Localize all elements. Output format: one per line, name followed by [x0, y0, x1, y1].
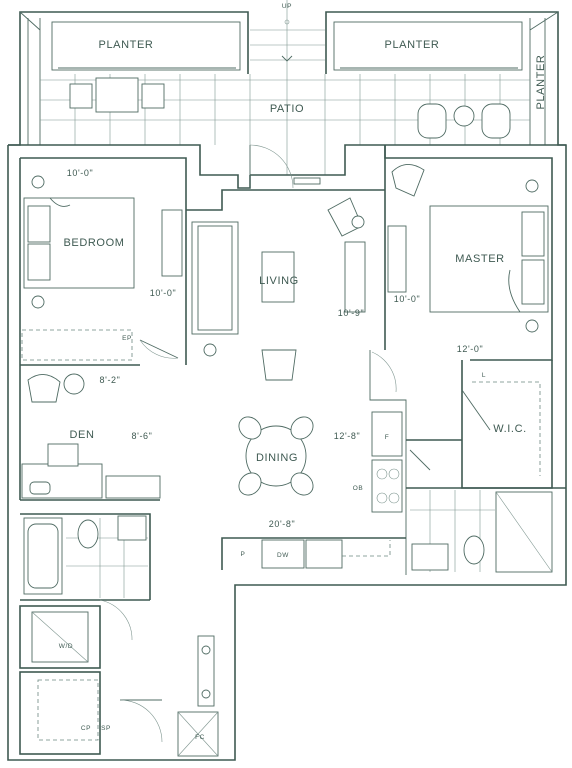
ensuite-toilet	[463, 535, 485, 565]
master-length-dim: 12'-0"	[457, 344, 484, 354]
closet-sp-label: SP	[101, 725, 111, 732]
patio-label: PATIO	[270, 103, 304, 115]
ep-label: EP	[122, 335, 132, 342]
bedroom-length-dim: 10'-0"	[150, 288, 177, 298]
cooktop	[371, 459, 403, 513]
dishwasher-label: DW	[277, 552, 289, 559]
living-length-dim: 10'-9"	[338, 308, 365, 318]
planter-left	[51, 21, 241, 71]
planter-middle	[333, 21, 523, 71]
living-chair-2	[261, 349, 297, 381]
closet-cp-label: CP	[81, 725, 91, 732]
wic-label: W.I.C.	[493, 423, 527, 435]
dining-area	[238, 350, 407, 575]
bedroom-label: BEDROOM	[63, 237, 124, 249]
master-bedroom	[384, 145, 553, 361]
patio-lounge-set	[417, 103, 511, 139]
dining-length-dim: 12'-8"	[334, 431, 361, 441]
den-width-dim: 8'-2"	[100, 375, 121, 385]
patio-table-chairs	[69, 77, 165, 113]
kitchen-width-dim: 20'-8"	[269, 519, 296, 529]
living-label: LIVING	[259, 275, 299, 287]
laundry-entry	[19, 599, 219, 757]
kitchen	[221, 411, 406, 570]
bedroom-width-dim: 10'-0"	[67, 168, 94, 178]
planter-right-label: PLANTER	[535, 55, 547, 110]
fan-coil-label: FC	[195, 734, 205, 741]
washer-dryer-label: W/D	[59, 643, 73, 650]
balcony	[8, 0, 566, 175]
coffee-table	[261, 251, 295, 303]
den-chair	[27, 374, 61, 403]
oven-label: OB	[353, 485, 364, 492]
planter-left-label: PLANTER	[99, 39, 154, 51]
pantry-label: P	[241, 551, 246, 558]
up-arrow-icon	[281, 55, 293, 62]
dishwasher	[261, 539, 305, 569]
main-toilet	[77, 519, 99, 549]
master-width-dim: 10'-0"	[394, 294, 421, 304]
ensuite-bathroom	[406, 439, 566, 573]
master-chair	[391, 164, 425, 197]
kitchen-sink	[305, 539, 343, 569]
den	[19, 365, 161, 501]
main-bathroom	[20, 513, 151, 601]
bedroom	[19, 157, 187, 366]
up-label: UP	[282, 3, 292, 10]
fridge-label: F	[385, 434, 390, 441]
dimension-labels: 10'-0" 10'-0" 8'-2" 8'-6" 10'-9" 10'-0" …	[67, 168, 484, 529]
dining-label: DINING	[256, 452, 298, 464]
fridge	[371, 411, 403, 457]
master-label: MASTER	[455, 253, 504, 265]
planter-mid-label: PLANTER	[385, 39, 440, 51]
dining-table	[245, 425, 307, 487]
room-labels: PLANTER PLANTER PLANTER PATIO BEDROOM LI…	[63, 39, 547, 464]
main-sink	[117, 515, 147, 541]
den-length-dim: 8'-6"	[132, 431, 153, 441]
living-room	[186, 144, 386, 381]
den-label: DEN	[69, 429, 94, 441]
linen-label: L	[482, 372, 486, 379]
ensuite-sink	[411, 543, 449, 571]
fixture-labels: UP EP L F OB P DW W/D CP SP FC	[59, 3, 486, 741]
